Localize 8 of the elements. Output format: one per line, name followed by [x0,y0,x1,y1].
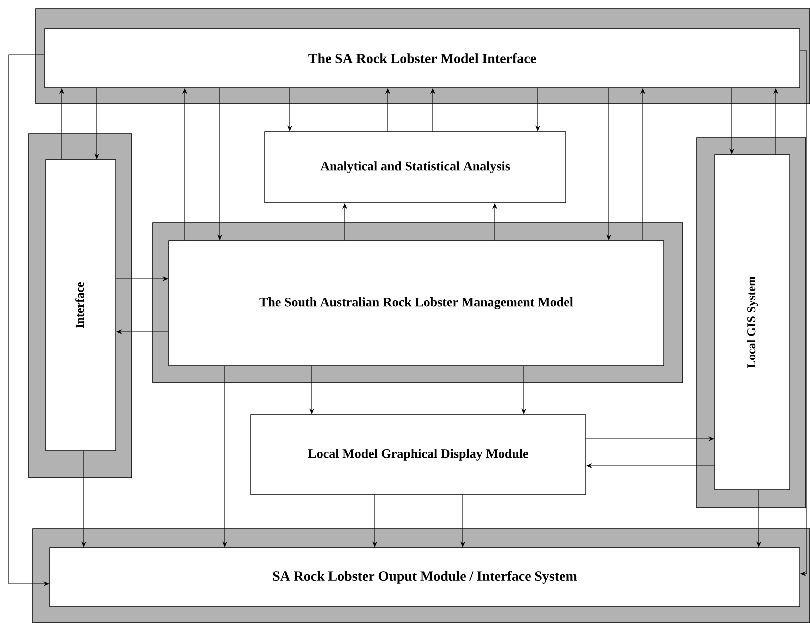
gis-panel: Local GIS System [696,138,806,508]
output-module-box: SA Rock Lobster Ouput Module / Interface System [32,528,810,623]
display-module-box: Local Model Graphical Display Module [250,414,586,496]
analysis-box: Analytical and Statistical Analysis [264,132,566,204]
interface-box: The SA Rock Lobster Model Interface [36,8,810,104]
interface-panel: Interface [28,134,132,478]
model-box: The South Australian Rock Lobster Management Model [152,222,684,384]
arrow [800,50,808,577]
